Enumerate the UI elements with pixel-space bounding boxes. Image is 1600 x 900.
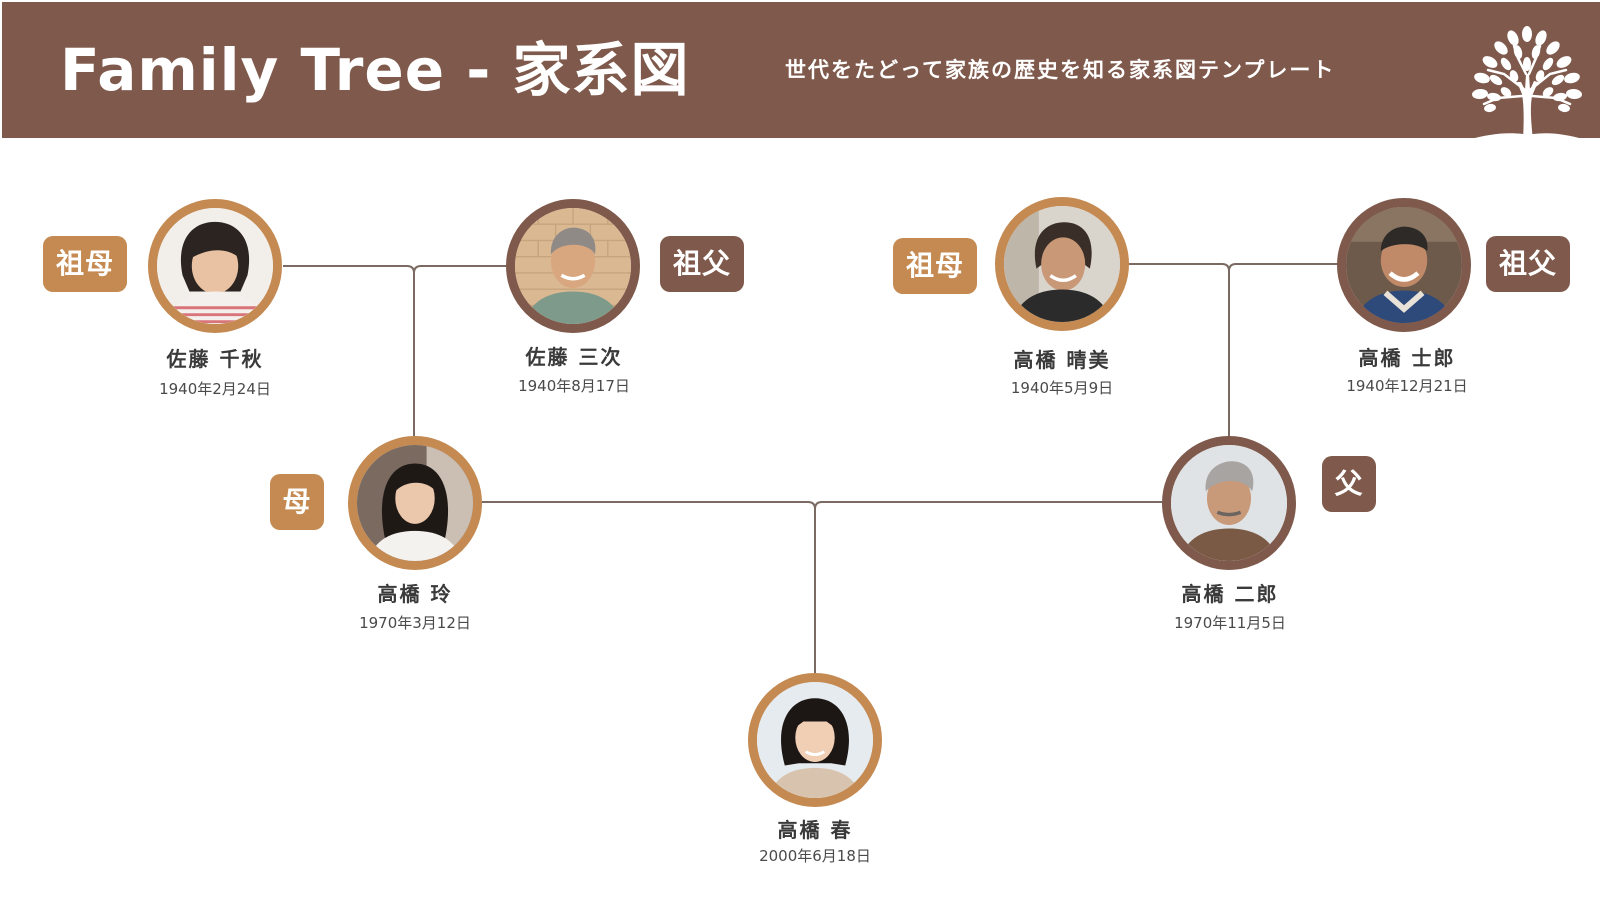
person-takahashi-haru[interactable] — [748, 673, 882, 807]
header-banner: Family Tree - 家系図 世代をたどって家族の歴史を知る家系図テンプレ… — [2, 2, 1600, 140]
birth-date: 1940年8月17日 — [518, 377, 630, 395]
person-name: 佐藤 千秋 — [166, 347, 264, 371]
birth-date: 1940年5月9日 — [1010, 379, 1114, 397]
role-badge-grandmother: 祖母 — [893, 238, 977, 294]
connector-parents — [481, 501, 1163, 510]
portrait-photo — [506, 199, 640, 333]
role-badge-grandfather: 祖父 — [1486, 236, 1570, 292]
person-sato-chiaki[interactable] — [148, 199, 282, 333]
portrait-photo — [1337, 198, 1471, 332]
portrait-photo — [148, 199, 282, 333]
page-title: Family Tree - 家系図 — [60, 36, 690, 104]
role-badge-grandfather: 祖父 — [660, 236, 744, 292]
tree-icon — [1468, 26, 1586, 140]
person-takahashi-harumi[interactable] — [995, 197, 1129, 331]
connector-takahashi-couple — [1129, 263, 1338, 272]
person-name: 高橋 玲 — [377, 582, 453, 606]
person-name: 高橋 士郎 — [1358, 346, 1456, 370]
person-name: 佐藤 三次 — [525, 345, 623, 369]
person-takahashi-shiro[interactable] — [1337, 198, 1471, 332]
birth-date: 1940年12月21日 — [1346, 377, 1468, 395]
portrait-photo — [348, 436, 482, 570]
person-takahashi-jiro[interactable] — [1162, 436, 1296, 570]
connector-sato-couple — [283, 265, 507, 274]
portrait-photo — [995, 197, 1129, 331]
person-takahashi-rei[interactable] — [348, 436, 482, 570]
person-name: 高橋 春 — [777, 818, 853, 842]
birth-date: 1940年2月24日 — [159, 380, 271, 398]
person-sato-sanji[interactable] — [506, 199, 640, 333]
birth-date: 2000年6月18日 — [759, 847, 871, 865]
role-badge-father: 父 — [1322, 456, 1376, 512]
page-subtitle: 世代をたどって家族の歴史を知る家系図テンプレート — [785, 58, 1336, 82]
role-badge-grandmother: 祖母 — [43, 236, 127, 292]
person-name: 高橋 二郎 — [1181, 582, 1279, 606]
birth-date: 1970年3月12日 — [359, 614, 471, 632]
birth-date: 1970年11月5日 — [1174, 614, 1286, 632]
portrait-photo — [1162, 436, 1296, 570]
portrait-photo — [748, 673, 882, 807]
person-name: 高橋 晴美 — [1013, 348, 1111, 372]
role-badge-mother: 母 — [270, 474, 324, 530]
